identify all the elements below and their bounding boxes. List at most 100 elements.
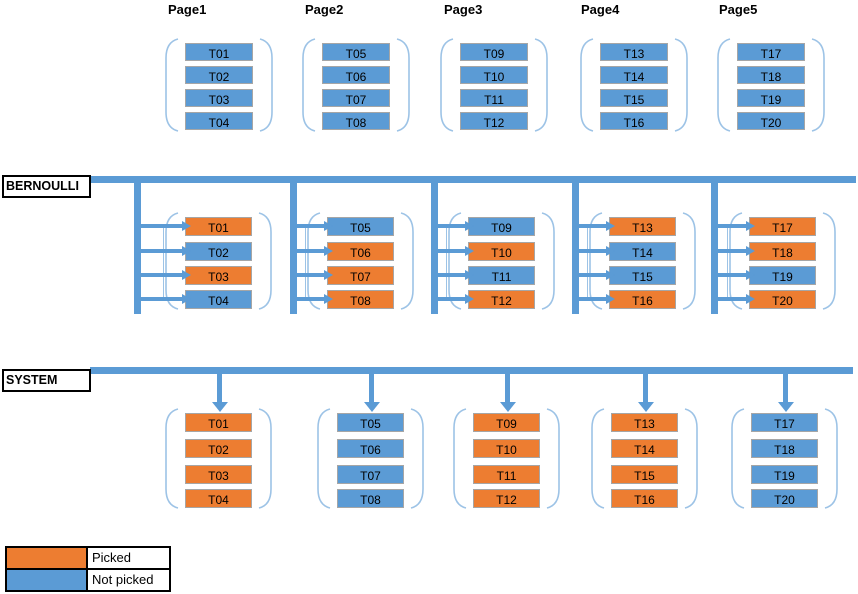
tuple-t12: T12	[473, 489, 540, 508]
bernoulli-label: BERNOULLI	[2, 175, 91, 198]
arrow-head	[182, 246, 191, 256]
branch-bar	[290, 183, 297, 314]
arrow-head	[182, 221, 191, 231]
tuple-t17: T17	[751, 413, 818, 432]
tuple-t11: T11	[473, 465, 540, 484]
right-bracket	[410, 408, 425, 514]
page-title-1: Page1	[168, 2, 207, 17]
tuple-t04: T04	[185, 489, 252, 508]
tuple-t20: T20	[749, 290, 816, 309]
tuple-t09: T09	[473, 413, 540, 432]
arrow-head	[606, 221, 615, 231]
tuple-t10: T10	[473, 439, 540, 458]
tuple-t14: T14	[611, 439, 678, 458]
left-bracket	[590, 408, 605, 514]
legend-row-picked: Picked	[7, 548, 169, 568]
left-bracket	[588, 212, 603, 315]
tuple-t15: T15	[600, 89, 668, 107]
tuple-pick-arrow	[578, 294, 615, 304]
tuple-t03: T03	[185, 465, 252, 484]
left-bracket	[301, 38, 316, 137]
arrow-connector-line	[446, 226, 447, 300]
tuple-pick-arrow	[140, 294, 191, 304]
tuple-pick-arrow	[140, 246, 191, 256]
tuple-t05: T05	[322, 43, 390, 61]
branch-bar	[431, 183, 438, 314]
tuple-t18: T18	[751, 439, 818, 458]
tuple-t06: T06	[327, 242, 394, 261]
page-pick-arrow-head	[637, 402, 654, 412]
arrow-shaft	[296, 224, 325, 228]
not-picked-color-swatch	[7, 570, 88, 590]
right-bracket	[824, 408, 839, 514]
page-pick-arrow-shaft	[783, 374, 788, 402]
page-title-2: Page2	[305, 2, 344, 17]
tuple-t18: T18	[749, 242, 816, 261]
page-pick-arrow-shaft	[217, 374, 222, 402]
right-bracket	[541, 212, 556, 315]
arrow-shaft	[717, 224, 747, 228]
tuple-t19: T19	[737, 89, 805, 107]
tuple-t02: T02	[185, 242, 252, 261]
arrow-head	[465, 270, 474, 280]
branch-bar	[572, 183, 579, 314]
right-bracket	[396, 38, 411, 137]
tuple-t20: T20	[751, 489, 818, 508]
tuple-pick-arrow	[578, 221, 615, 231]
arrow-shaft	[437, 224, 466, 228]
tuple-t16: T16	[600, 112, 668, 130]
arrow-head	[182, 270, 191, 280]
tuple-t17: T17	[737, 43, 805, 61]
tuple-t06: T06	[337, 439, 404, 458]
tuple-pick-arrow	[296, 270, 333, 280]
page-pick-arrow-shaft	[369, 374, 374, 402]
tuple-t08: T08	[322, 112, 390, 130]
left-bracket	[164, 38, 179, 137]
left-bracket	[730, 408, 745, 514]
tuple-pick-arrow	[437, 294, 474, 304]
tuple-t16: T16	[609, 290, 676, 309]
page-title-5: Page5	[719, 2, 758, 17]
left-bracket	[316, 408, 331, 514]
left-bracket	[447, 212, 462, 315]
left-bracket	[306, 212, 321, 315]
arrow-head	[465, 294, 474, 304]
tuple-pick-arrow	[717, 270, 755, 280]
arrow-connector-line	[305, 226, 306, 300]
arrow-head	[606, 270, 615, 280]
arrow-shaft	[140, 273, 183, 277]
tuple-pick-arrow	[717, 246, 755, 256]
page-pick-arrow-head	[499, 402, 516, 412]
tuple-pick-arrow	[437, 221, 474, 231]
right-bracket	[684, 408, 699, 514]
tuple-t09: T09	[468, 217, 535, 236]
tuple-t11: T11	[468, 266, 535, 285]
left-bracket	[164, 212, 179, 315]
tuple-t14: T14	[600, 66, 668, 84]
arrow-connector-line	[587, 226, 588, 300]
tuple-t10: T10	[460, 66, 528, 84]
arrow-head	[465, 246, 474, 256]
arrow-head	[324, 294, 333, 304]
arrow-shaft	[578, 249, 607, 253]
tuple-t19: T19	[749, 266, 816, 285]
arrow-shaft	[437, 249, 466, 253]
arrow-shaft	[578, 297, 607, 301]
legend-label-picked: Picked	[88, 548, 169, 568]
tuple-pick-arrow	[717, 221, 755, 231]
right-bracket	[258, 212, 273, 315]
right-bracket	[811, 38, 826, 137]
right-bracket	[822, 212, 837, 315]
page-pick-arrow-shaft	[505, 374, 510, 402]
arrow-shaft	[296, 249, 325, 253]
tuple-t07: T07	[327, 266, 394, 285]
tuple-t14: T14	[609, 242, 676, 261]
page-title-4: Page4	[581, 2, 620, 17]
tuple-t12: T12	[468, 290, 535, 309]
page-pick-arrow-head	[363, 402, 380, 412]
legend: Picked Not picked	[5, 546, 171, 592]
arrow-shaft	[717, 297, 747, 301]
tuple-t19: T19	[751, 465, 818, 484]
tuple-pick-arrow	[437, 270, 474, 280]
arrow-connector-line	[163, 226, 164, 300]
